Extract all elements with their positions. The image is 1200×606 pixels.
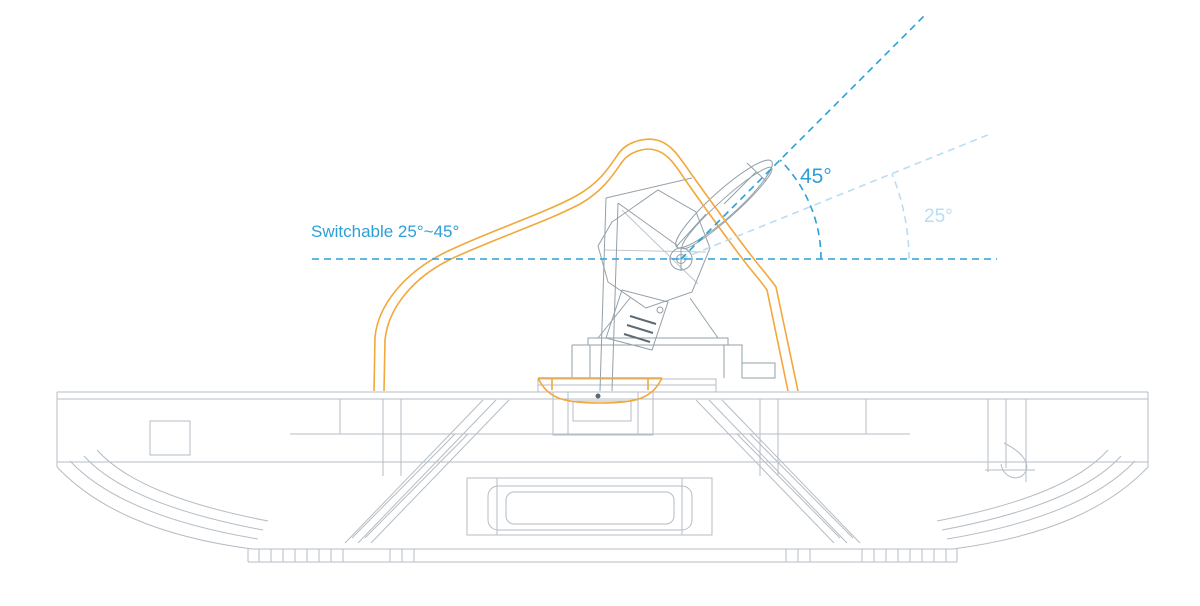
switchable-range-label: Switchable 25°~45°	[311, 222, 459, 241]
base-center-box-outline	[466, 477, 713, 536]
angle-45-ray	[680, 13, 927, 260]
bracket-hatch-stripes	[623, 315, 657, 343]
angle-25-ray	[680, 133, 991, 260]
base-pedestal-pin	[595, 393, 601, 399]
antenna-lower-bracket	[605, 289, 669, 351]
base-center-box-detail	[505, 491, 675, 525]
radome-base-flange	[537, 377, 663, 404]
antenna-pedestal	[571, 297, 776, 379]
base-right-leg	[936, 449, 1149, 550]
base-center-pedestal	[537, 378, 717, 436]
base-bottom-rim	[247, 548, 958, 563]
radome-outer-profile	[373, 138, 799, 392]
bracket-bolt	[656, 306, 664, 314]
base-band-outline	[56, 391, 1149, 467]
angle-45-arc	[779, 159, 822, 260]
antenna-assembly-wireframe	[571, 159, 776, 392]
base-left-hatch-rect	[149, 420, 191, 456]
antenna-body	[597, 189, 711, 309]
elevation-angle-annotation: Switchable 25°~45° 45° 25°	[311, 13, 997, 260]
base-right-detail	[985, 399, 1035, 482]
antenna-mast	[599, 177, 693, 392]
base-left-leg	[56, 449, 269, 550]
angle-25-arc	[891, 173, 910, 260]
base-center-box-inner	[487, 485, 693, 531]
base-band-verticals	[339, 399, 867, 476]
dish-feed-struts	[675, 162, 767, 248]
base-rim-hatch	[258, 549, 947, 562]
angle-25-label: 25°	[924, 206, 953, 227]
base-platform-wireframe	[56, 378, 1149, 563]
radome-inner-profile	[383, 148, 789, 392]
angle-45-label: 45°	[800, 165, 832, 188]
